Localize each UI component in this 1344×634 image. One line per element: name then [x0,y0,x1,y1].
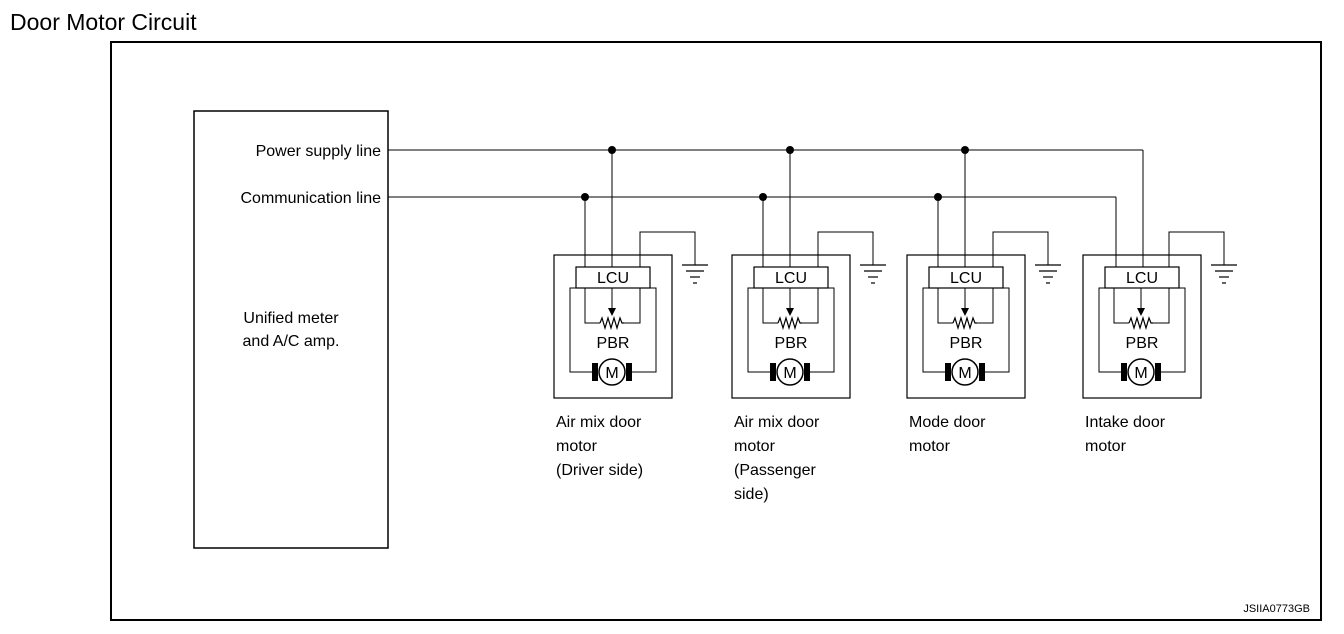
diagram-title: Door Motor Circuit [10,9,197,35]
lcu-box [1104,266,1180,289]
motor-brush-left [1121,363,1127,381]
communication-junction-dot [759,193,767,201]
amp-box [193,110,389,549]
amp-label-line1: Unified meter [243,310,339,327]
motor-unit-intake: LCU PBR M Intake door motor [1082,231,1237,455]
pbr-resistor [952,315,977,331]
pbr-wire-right [802,288,819,324]
lcu-label: LCU [1126,270,1158,287]
power-supply-junction-dot [786,146,794,154]
power-supply-junction-dot [608,146,616,154]
motor-brush-right [804,363,810,381]
motor-unit-air-mix-driver: LCU PBR M Air mix door motor (Driver side) [553,146,708,479]
lcu-label: LCU [950,270,982,287]
communication-line-label: Communication line [240,190,381,207]
motor-wire-right [1161,287,1186,373]
motor-housing [731,254,851,399]
motor-wire-left [922,287,945,373]
amp-label-line2: and A/C amp. [243,333,340,350]
motor-caption-line: (Passenger [734,462,816,479]
motor-m-label: M [958,365,971,382]
motor-wire-right [985,287,1010,373]
power-supply-line-label: Power supply line [256,143,382,160]
pbr-wire-right [624,288,641,324]
motor-wire-left [569,287,592,373]
motor-caption-line: Intake door [1085,414,1166,431]
motor-housing [1082,254,1202,399]
motor-caption-line: side) [734,486,769,503]
pbr-wire-right [1153,288,1170,324]
motor-housing [906,254,1026,399]
pbr-wiper-arrow [608,308,616,316]
figure-code: JSIIA0773GB [1243,603,1310,615]
pbr-resistor [777,315,802,331]
communication-junction-dot [581,193,589,201]
motor-m-label: M [1134,365,1147,382]
motor-wire-left [1098,287,1121,373]
outer-frame [110,41,1322,621]
pbr-wiper-arrow [786,308,794,316]
motor-wire-right [632,287,657,373]
pbr-label: PBR [1126,335,1159,352]
pbr-label: PBR [775,335,808,352]
motor-caption-line: Air mix door [734,414,820,431]
ground-wire [639,231,696,267]
lcu-label: LCU [775,270,807,287]
motor-brush-right [1155,363,1161,381]
motor-brush-left [592,363,598,381]
motor-caption-line: motor [1085,438,1127,455]
lcu-box [928,266,1004,289]
power-supply-junction-dot [961,146,969,154]
motor-caption-line: motor [909,438,951,455]
motor-housing [553,254,673,399]
pbr-wire-right [977,288,994,324]
motor-brush-left [945,363,951,381]
communication-junction-dot [934,193,942,201]
motor-brush-right [979,363,985,381]
motor-caption-line: motor [556,438,598,455]
motor-unit-air-mix-passenger: LCU PBR M Air mix door motor (Passenger side) [731,146,886,503]
motor-caption-line: Air mix door [556,414,642,431]
lcu-box [753,266,829,289]
pbr-wire-left [762,288,778,324]
motor-caption-line: motor [734,438,776,455]
pbr-wiper-arrow [961,308,969,316]
motor-brush-left [770,363,776,381]
motor-caption-line: (Driver side) [556,462,643,479]
pbr-wire-left [584,288,600,324]
motor-m-label: M [783,365,796,382]
ground-wire [992,231,1049,267]
pbr-label: PBR [950,335,983,352]
pbr-resistor [1128,315,1153,331]
motor-m-label: M [605,365,618,382]
motor-wire-left [747,287,770,373]
motor-circle [951,358,979,386]
motor-circle [1127,358,1155,386]
pbr-resistor [599,315,624,331]
lcu-box [575,266,651,289]
ground-wire [817,231,874,267]
motor-unit-mode: LCU PBR M Mode door motor [906,146,1061,455]
pbr-label: PBR [597,335,630,352]
pbr-wire-left [937,288,953,324]
ground-wire [1168,231,1225,267]
motor-wire-right [810,287,835,373]
motor-brush-right [626,363,632,381]
motor-caption-line: Mode door [909,414,986,431]
pbr-wiper-arrow [1137,308,1145,316]
lcu-label: LCU [597,270,629,287]
motor-circle [776,358,804,386]
pbr-wire-left [1113,288,1129,324]
motor-circle [598,358,626,386]
